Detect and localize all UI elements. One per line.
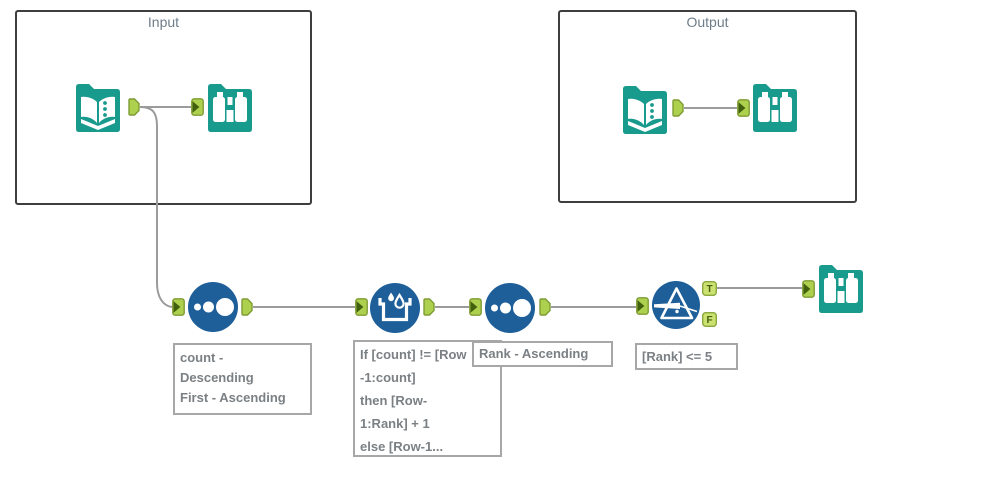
connection-input-to-sort[interactable] <box>139 106 173 308</box>
multi-row-formula-tool[interactable] <box>370 283 420 338</box>
container-label: Input <box>147 14 180 30</box>
filter-tool[interactable] <box>652 281 700 334</box>
output-anchor-icon[interactable] <box>423 298 435 316</box>
input-data-book-icon <box>623 86 667 134</box>
filter-false-anchor[interactable]: F <box>701 311 718 328</box>
input-anchor-icon[interactable] <box>191 98 204 116</box>
browse-binoculars-icon <box>819 265 863 313</box>
sort-dots-icon <box>188 282 238 332</box>
output-anchor-icon[interactable] <box>539 298 551 316</box>
sort-tool-rank[interactable] <box>485 283 535 338</box>
input-anchor-icon[interactable] <box>469 298 482 316</box>
browse-binoculars-icon <box>753 84 797 132</box>
output-anchor-icon[interactable] <box>672 99 684 117</box>
input-data-tool[interactable] <box>73 83 123 138</box>
input-anchor-icon[interactable] <box>737 99 750 117</box>
browse-tool-input[interactable] <box>205 83 255 138</box>
annotation-filter[interactable]: [Rank] <= 5 <box>635 343 738 370</box>
container-label: Output <box>686 14 729 30</box>
sort-tool-count[interactable] <box>188 282 238 337</box>
input-anchor-icon[interactable] <box>355 298 368 316</box>
annotation-sort-count[interactable]: count - Descending First - Ascending <box>173 343 312 415</box>
browse-binoculars-icon <box>208 84 252 132</box>
multi-row-formula-beaker-icon <box>370 283 420 333</box>
false-anchor-label: F <box>706 315 712 326</box>
filter-true-anchor[interactable]: T <box>701 280 718 297</box>
input-data-book-icon <box>76 84 120 132</box>
annotation-sort-rank[interactable]: Rank - Ascending <box>472 341 613 367</box>
sort-dots-icon <box>485 283 535 333</box>
input-data-tool-output[interactable] <box>620 85 670 140</box>
browse-tool-final[interactable] <box>816 264 866 319</box>
output-anchor-icon[interactable] <box>241 298 253 316</box>
filter-funnel-icon <box>652 281 700 329</box>
output-anchor-icon[interactable] <box>128 98 140 116</box>
input-anchor-icon[interactable] <box>802 280 815 298</box>
input-anchor-icon[interactable] <box>636 297 649 315</box>
true-anchor-label: T <box>706 284 712 295</box>
input-anchor-icon[interactable] <box>172 298 185 316</box>
tool-container-output[interactable]: Output <box>558 10 857 203</box>
browse-tool-output[interactable] <box>750 83 800 138</box>
